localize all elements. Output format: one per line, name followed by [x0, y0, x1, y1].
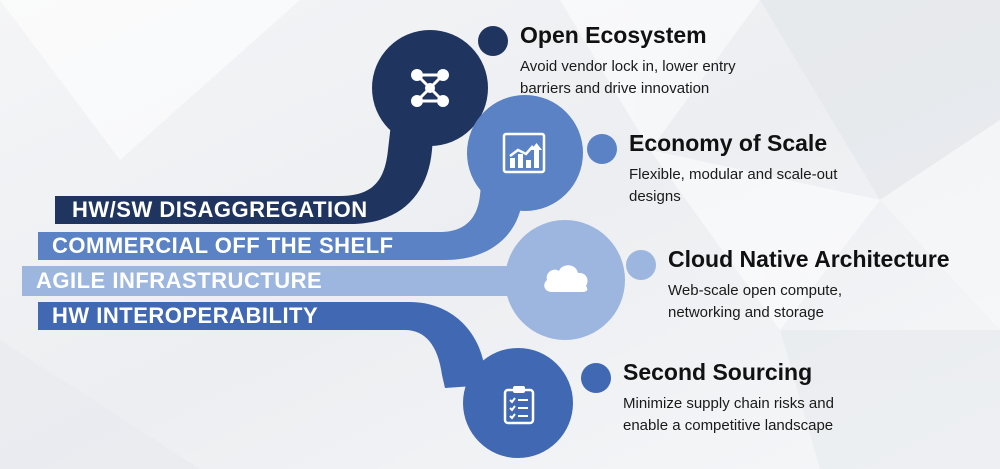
feature-dot	[478, 26, 508, 56]
feature-description-line: barriers and drive innovation	[520, 80, 710, 97]
feature-title: Economy of Scale	[629, 130, 828, 156]
band-disaggregation-shape	[55, 115, 435, 224]
checklist-icon	[503, 386, 535, 425]
band-interoperability-shape	[38, 302, 488, 388]
feature-title: Second Sourcing	[623, 359, 813, 385]
circle-second-sourcing	[463, 348, 573, 458]
feature-description-line: Minimize supply chain risks and	[623, 395, 834, 412]
feature-description-line: Avoid vendor lock in, lower entry	[520, 58, 736, 75]
cloud-icon	[544, 265, 588, 292]
growth-chart-icon	[502, 132, 546, 174]
feature-description-line: enable a competitive landscape	[623, 417, 834, 434]
feature-dot	[587, 134, 617, 164]
feature-title: Open Ecosystem	[520, 22, 707, 48]
band-cots-shape	[38, 175, 525, 260]
feature-description-line: Flexible, modular and scale-out	[629, 166, 838, 183]
band-label-interoperability: HW INTEROPERABILITY	[52, 303, 319, 328]
feature-description-line: networking and storage	[668, 304, 824, 321]
feature-description: Web-scale open compute, networking and s…	[668, 280, 998, 324]
feature-description: Avoid vendor lock in, lower entry barrie…	[520, 56, 850, 100]
feature-dot	[581, 363, 611, 393]
feature-dot	[626, 250, 656, 280]
feature-title: Cloud Native Architecture	[668, 246, 950, 272]
feature-description: Minimize supply chain risks and enable a…	[623, 393, 953, 437]
band-agile-shape	[22, 266, 520, 296]
feature-description-line: designs	[629, 188, 681, 205]
band-label-disaggregation: HW/SW DISAGGREGATION	[72, 197, 368, 222]
feature-description: Flexible, modular and scale-out designs	[629, 164, 959, 208]
band-label-cots: COMMERCIAL OFF THE SHELF	[52, 233, 394, 258]
feature-description-line: Web-scale open compute,	[668, 282, 842, 299]
band-label-agile: AGILE INFRASTRUCTURE	[36, 268, 323, 293]
network-nodes-icon	[411, 69, 449, 107]
